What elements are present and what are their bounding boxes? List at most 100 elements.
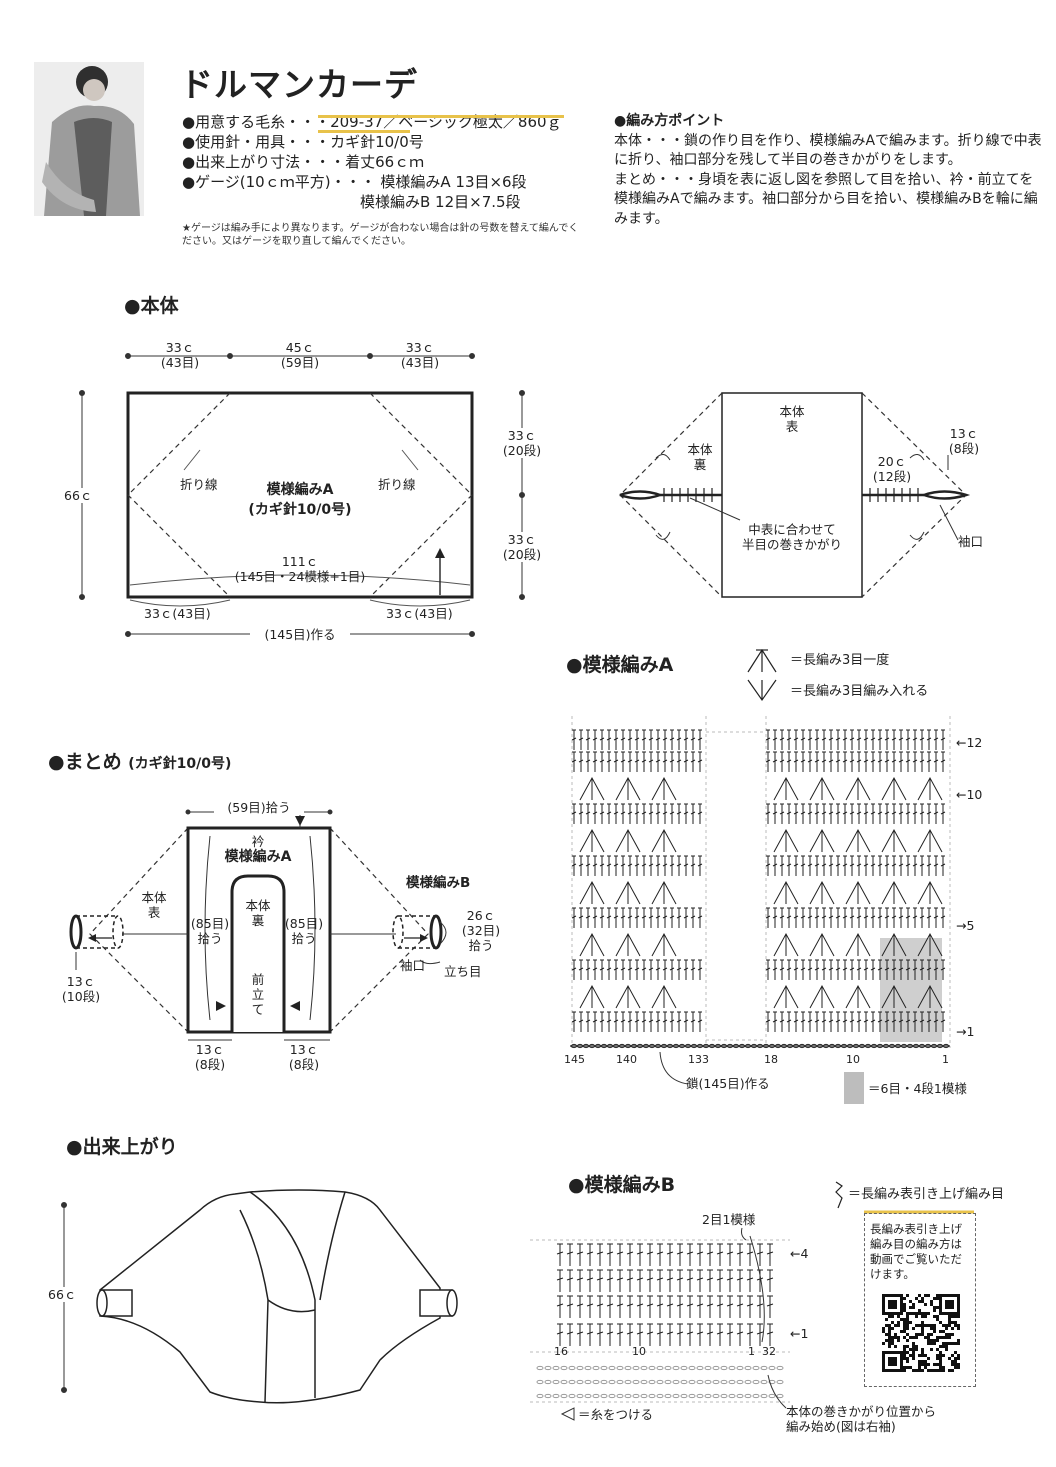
dc-stitch-symbol xyxy=(842,907,848,928)
dc-stitch-symbol xyxy=(765,855,771,876)
dc-stitch-symbol xyxy=(662,907,668,928)
dc-stitch-symbol xyxy=(919,907,925,928)
dc-stitch-symbol xyxy=(814,803,820,824)
dc-stitch-symbol xyxy=(940,751,946,772)
collar-pattern: 模様編みA xyxy=(224,849,292,865)
cuff-label: 袖口 xyxy=(400,958,426,973)
body-stitch-symbol xyxy=(592,1365,600,1371)
post-stitch-symbol xyxy=(586,1295,594,1318)
dc-stitch-symbol xyxy=(641,1011,647,1032)
qr-code[interactable] xyxy=(882,1294,960,1376)
body-stitch-symbol xyxy=(592,1393,600,1399)
dc-stitch-symbol xyxy=(683,751,689,772)
post-stitch-symbol xyxy=(706,1269,714,1292)
qr-box xyxy=(864,1213,976,1387)
finishing-heading: ●まとめ (カギ針10/0号) xyxy=(48,751,232,773)
body-stitch-symbol xyxy=(720,1379,728,1385)
post-stitch-symbol xyxy=(556,1269,564,1292)
stitch-18: 18 xyxy=(764,1053,778,1066)
legend-post-stitch: ＝長編み表引き上げ編み目 xyxy=(848,1187,1005,1202)
post-stitch-symbol xyxy=(616,1323,624,1346)
dc-stitch-symbol xyxy=(898,959,904,980)
dc-stitch-symbol xyxy=(676,907,682,928)
dc-stitch-symbol xyxy=(571,907,577,928)
dec-stitch-symbol xyxy=(845,828,871,853)
body-stitch-symbol xyxy=(712,1393,720,1399)
body-pattern: 模様編みA(カギ針10/0号) xyxy=(248,482,352,518)
dc-stitch-symbol xyxy=(828,751,834,772)
dc-stitch-symbol xyxy=(821,907,827,928)
dc-stitch-symbol xyxy=(627,959,633,980)
body-stitch-symbol xyxy=(776,1393,784,1399)
dc-stitch-symbol xyxy=(877,907,883,928)
dec-stitch-symbol xyxy=(773,776,799,801)
dc-stitch-symbol xyxy=(800,959,806,980)
row-marker-12: ←12 xyxy=(956,735,983,750)
body-stitch-symbol xyxy=(736,1365,744,1371)
dc-stitch-symbol xyxy=(905,855,911,876)
dc-stitch-symbol xyxy=(690,855,696,876)
dc-stitch-symbol xyxy=(849,729,855,750)
dec-stitch-symbol xyxy=(615,984,641,1009)
dc-stitch-symbol xyxy=(933,855,939,876)
post-stitch-symbol xyxy=(656,1269,664,1292)
post-stitch-symbol xyxy=(696,1295,704,1318)
body-stitch-symbol xyxy=(592,1379,600,1385)
dc-stitch-symbol xyxy=(779,959,785,980)
cast-on-count: (145目)作る xyxy=(250,627,350,642)
dc-stitch-symbol xyxy=(856,959,862,980)
post-stitch-symbol xyxy=(626,1269,634,1292)
dc-stitch-symbol xyxy=(912,959,918,980)
dc-stitch-symbol xyxy=(849,1011,855,1032)
finished-heading: ●出来上がり xyxy=(66,1136,178,1158)
dc-stitch-symbol xyxy=(891,959,897,980)
body-stitch-symbol xyxy=(616,1393,624,1399)
dc-stitch-symbol xyxy=(835,1011,841,1032)
dc-stitch-symbol xyxy=(655,855,661,876)
dc-stitch-symbol xyxy=(690,729,696,750)
body-stitch-symbol xyxy=(672,1393,680,1399)
gauge-b-line: 模様編みB 12目×7.5段 xyxy=(360,193,521,211)
body-stitch-symbol xyxy=(648,1393,656,1399)
dc-stitch-symbol xyxy=(905,959,911,980)
stitch-140: 140 xyxy=(616,1053,637,1066)
dc-stitch-symbol xyxy=(793,855,799,876)
body-stitch-symbol xyxy=(536,1379,544,1385)
body-stitch-symbol xyxy=(632,1379,640,1385)
instructions-heading: ●編み方ポイント xyxy=(614,113,725,129)
post-stitch-symbol xyxy=(726,1243,734,1266)
dc-stitch-symbol xyxy=(578,855,584,876)
dc-stitch-symbol xyxy=(676,1011,682,1032)
dc-stitch-symbol xyxy=(891,729,897,750)
dc-stitch-symbol xyxy=(648,729,654,750)
dc-stitch-symbol xyxy=(641,751,647,772)
dc-stitch-symbol xyxy=(578,907,584,928)
right-pickup: (85目)拾う xyxy=(284,916,324,946)
dc-stitch-symbol xyxy=(613,803,619,824)
body-stitch-symbol xyxy=(728,1393,736,1399)
dc-stitch-symbol xyxy=(669,959,675,980)
dc-stitch-symbol xyxy=(905,1011,911,1032)
dc-stitch-symbol xyxy=(863,855,869,876)
body-stitch-symbol xyxy=(736,1379,744,1385)
dec-stitch-symbol xyxy=(845,984,871,1009)
dc-stitch-symbol xyxy=(641,959,647,980)
dec-stitch-symbol xyxy=(809,984,835,1009)
dc-stitch-symbol xyxy=(648,751,654,772)
dc-stitch-symbol xyxy=(669,855,675,876)
post-stitch-symbol xyxy=(596,1269,604,1292)
body-stitch-symbol xyxy=(728,1379,736,1385)
dc-stitch-symbol xyxy=(606,907,612,928)
dc-stitch-symbol xyxy=(779,1011,785,1032)
dc-stitch-symbol xyxy=(884,751,890,772)
post-stitch-symbol xyxy=(666,1269,674,1292)
dc-stitch-symbol xyxy=(613,855,619,876)
dc-stitch-symbol xyxy=(800,729,806,750)
dc-stitch-symbol xyxy=(786,803,792,824)
dc-stitch-symbol xyxy=(898,729,904,750)
dc-stitch-symbol xyxy=(933,751,939,772)
dc-stitch-symbol xyxy=(571,729,577,750)
stitch-b16: 16 xyxy=(554,1345,568,1358)
body-stitch-symbol xyxy=(544,1379,552,1385)
post-stitch-symbol xyxy=(566,1323,574,1346)
